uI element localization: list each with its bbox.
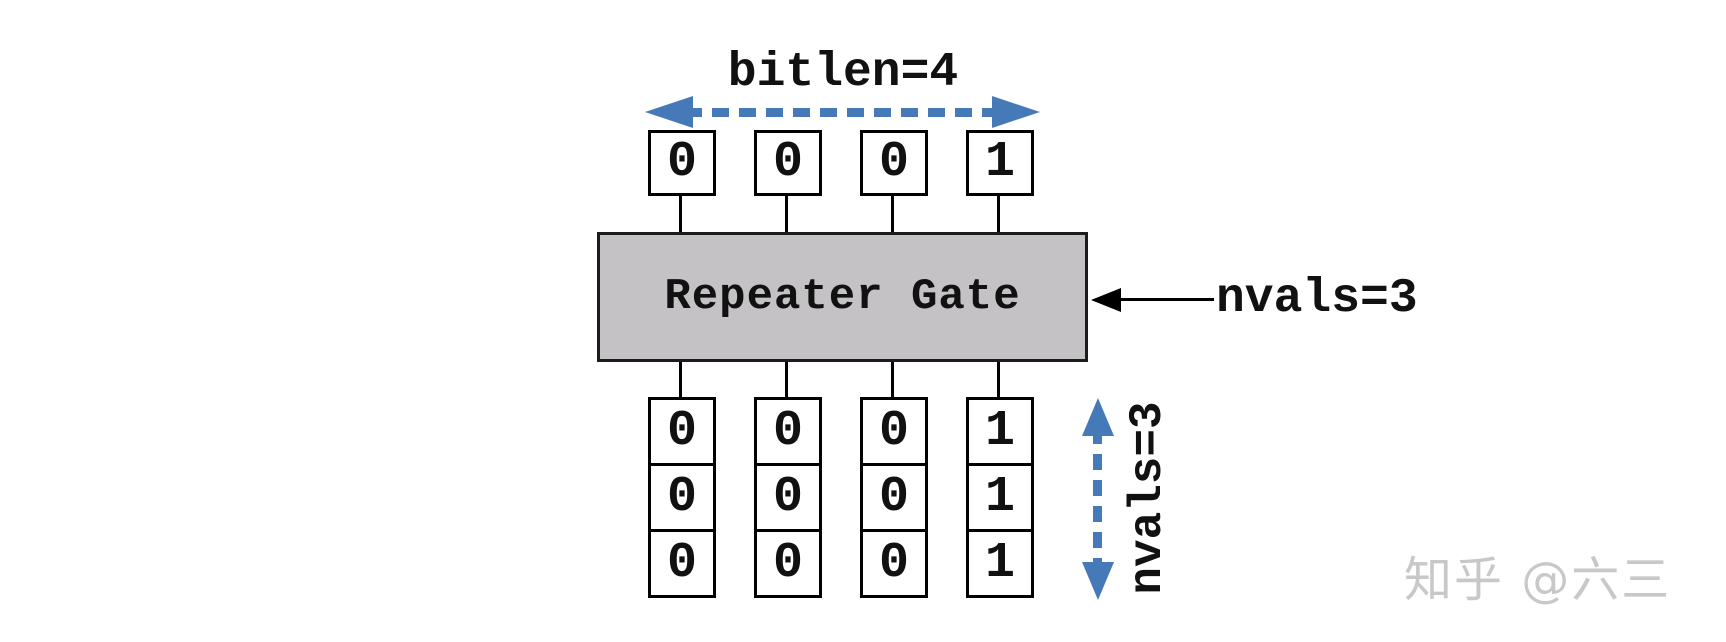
output-bit-cell: 0 xyxy=(648,529,716,598)
output-bit-cell: 0 xyxy=(754,397,822,466)
wire xyxy=(891,362,894,397)
output-bit-cell: 0 xyxy=(648,397,716,466)
output-bit-cell: 0 xyxy=(860,397,928,466)
nvals-pointer-label: nvals=3 xyxy=(1216,272,1418,326)
output-bit-cell: 0 xyxy=(648,463,716,532)
input-bit-box: 0 xyxy=(754,130,822,196)
output-column: 0 0 0 xyxy=(754,397,822,598)
output-bit-cell: 0 xyxy=(860,463,928,532)
output-bit-cell: 0 xyxy=(860,529,928,598)
wire xyxy=(785,362,788,397)
output-bit-cell: 1 xyxy=(966,463,1034,532)
wire xyxy=(785,196,788,232)
nvals-vertical-label: nvals=3 xyxy=(1122,401,1174,595)
output-bit-cell: 1 xyxy=(966,529,1034,598)
dashed-line xyxy=(1093,428,1102,570)
bitlen-label: bitlen=4 xyxy=(727,46,959,100)
wire xyxy=(679,362,682,397)
bitlen-arrow xyxy=(645,96,1040,128)
nvals-vertical-arrow xyxy=(1082,398,1114,600)
output-column: 0 0 0 xyxy=(860,397,928,598)
arrowhead-right-icon xyxy=(992,96,1040,128)
wire xyxy=(679,196,682,232)
nvals-pointer-line xyxy=(1116,298,1214,301)
dashed-line xyxy=(685,108,1000,117)
wire xyxy=(997,362,1000,397)
output-column: 0 0 0 xyxy=(648,397,716,598)
arrowhead-down-icon xyxy=(1082,562,1114,600)
wire xyxy=(891,196,894,232)
repeater-gate-box: Repeater Gate xyxy=(597,232,1088,362)
input-bit-row: 0 0 0 1 xyxy=(0,130,1726,196)
input-bit-box: 1 xyxy=(966,130,1034,196)
repeater-gate-label: Repeater Gate xyxy=(664,272,1021,322)
wire xyxy=(997,196,1000,232)
output-column: 1 1 1 xyxy=(966,397,1034,598)
input-bit-box: 0 xyxy=(648,130,716,196)
output-bit-cell: 0 xyxy=(754,529,822,598)
output-bit-cell: 0 xyxy=(754,463,822,532)
watermark: 知乎 @六三 xyxy=(1404,552,1672,608)
input-bit-box: 0 xyxy=(860,130,928,196)
output-bit-cell: 1 xyxy=(966,397,1034,466)
